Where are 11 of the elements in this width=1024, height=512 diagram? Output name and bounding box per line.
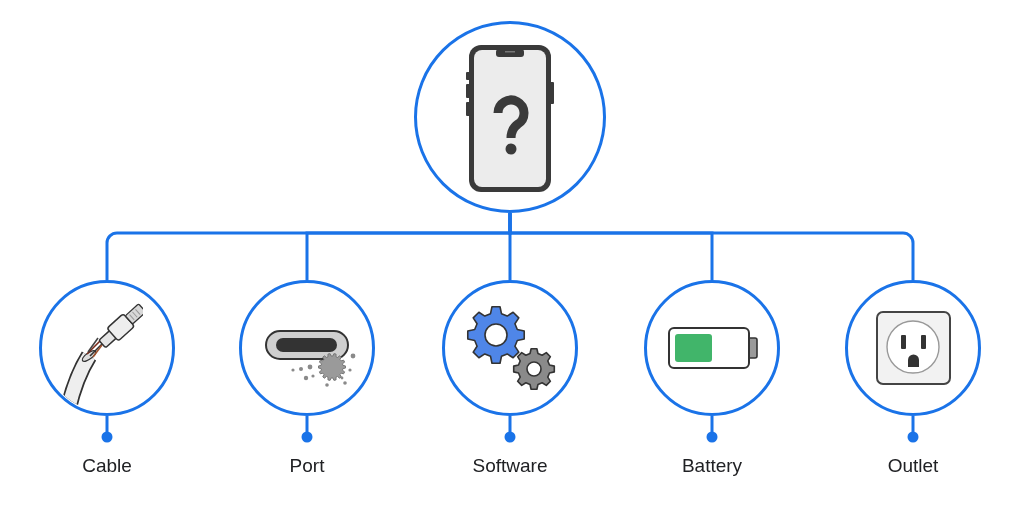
category-label: Software	[435, 454, 585, 478]
connector-line	[706, 416, 718, 443]
connector-line	[907, 416, 919, 443]
connector-line	[301, 416, 313, 443]
connector-line	[508, 213, 915, 280]
category-label: Port	[232, 454, 382, 478]
category-label: Cable	[32, 454, 182, 478]
category-label: Battery	[637, 454, 787, 478]
connector-line	[101, 416, 113, 443]
connector-line	[504, 416, 516, 443]
category-label: Outlet	[838, 454, 988, 478]
